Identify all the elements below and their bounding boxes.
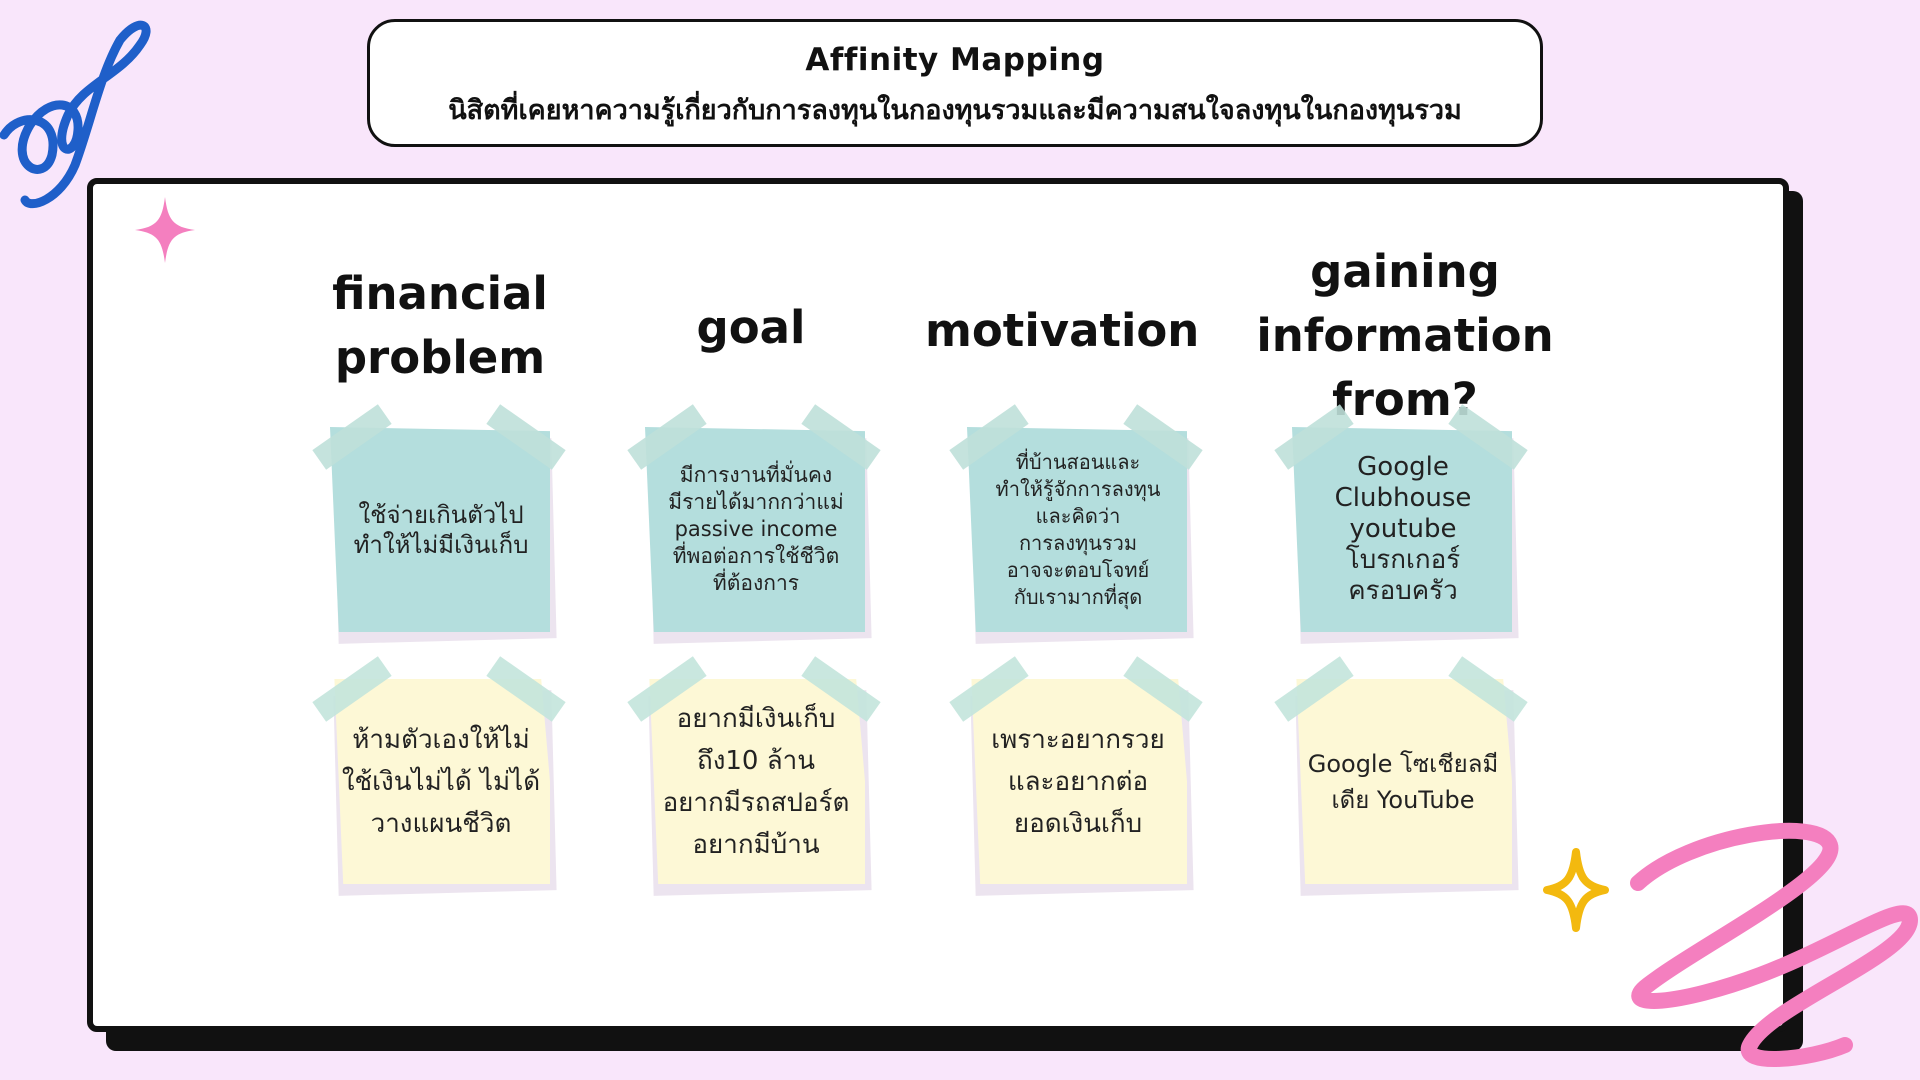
sticky-note: ใช้จ่ายเกินตัวไป ทำให้ไม่มีเงินเก็บ bbox=[312, 404, 568, 644]
blue-squiggle-icon bbox=[0, 20, 151, 209]
sticky-note: ที่บ้านสอนและ ทำให้รู้จักการลงทุน และคิด… bbox=[949, 404, 1205, 644]
sticky-note: มีการงานที่มั่นคง มีรายได้มากกว่าแม่ pas… bbox=[627, 404, 883, 644]
page-subtitle: นิสิตที่เคยหาความรู้เกี่ยวกับการลงทุนในก… bbox=[448, 95, 1462, 126]
sticky-note: Google Clubhouse youtube โบรกเกอร์ ครอบค… bbox=[1274, 404, 1530, 644]
title-box: Affinity Mapping นิสิตที่เคยหาความรู้เกี… bbox=[367, 19, 1543, 147]
heading-motivation: motivation bbox=[925, 304, 1200, 357]
sticky-note: Google โซเชียลมี เดีย YouTube bbox=[1274, 656, 1530, 896]
sticky-note: ห้ามตัวเองให้ไม่ ใช้เงินไม่ได้ ไม่ได้ วา… bbox=[312, 656, 568, 896]
sticky-note: เพราะอยากรวย และอยากต่อ ยอดเงินเก็บ bbox=[949, 656, 1205, 896]
page-title: Affinity Mapping bbox=[805, 42, 1105, 78]
pink-sparkle-icon bbox=[135, 197, 195, 263]
pink-scribble-icon bbox=[1630, 822, 1918, 1067]
heading-gaining-information: gaining information from? bbox=[1256, 245, 1554, 426]
sticky-note: อยากมีเงินเก็บ ถึง10 ล้าน อยากมีรถสปอร์ต… bbox=[627, 656, 883, 896]
heading-financial-problem: financial problem bbox=[332, 267, 548, 384]
heading-goal: goal bbox=[696, 301, 806, 354]
yellow-sparkle-icon bbox=[1543, 848, 1609, 932]
